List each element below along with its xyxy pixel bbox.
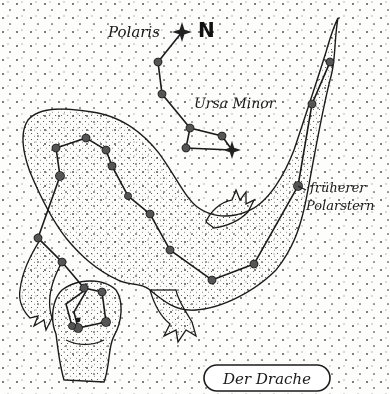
star — [308, 100, 316, 108]
star — [102, 318, 111, 327]
ursa-minor-label: Ursa Minor — [194, 96, 277, 112]
star — [125, 193, 132, 200]
star — [154, 58, 162, 66]
star — [98, 288, 106, 296]
star — [146, 210, 154, 218]
star — [208, 276, 216, 284]
star — [34, 234, 42, 242]
star — [182, 144, 190, 152]
star — [80, 284, 88, 292]
polaris-label: Polaris — [107, 23, 160, 41]
title-label: Der Drache — [222, 370, 311, 388]
star — [58, 258, 66, 266]
star — [108, 162, 116, 170]
star — [250, 260, 258, 268]
star — [186, 124, 194, 132]
star — [102, 146, 110, 154]
star — [69, 323, 76, 330]
star — [82, 134, 90, 142]
star — [56, 172, 65, 181]
star — [218, 132, 226, 140]
star — [52, 144, 60, 152]
former-pole-star-label-line2: Polarstern — [305, 199, 374, 214]
north-label: N — [198, 18, 215, 42]
title-cartouche: Der Drache — [204, 365, 330, 391]
star — [166, 246, 174, 254]
star — [158, 90, 166, 98]
former-pole-star-label-line1: früherer — [309, 181, 366, 196]
star — [326, 58, 334, 66]
